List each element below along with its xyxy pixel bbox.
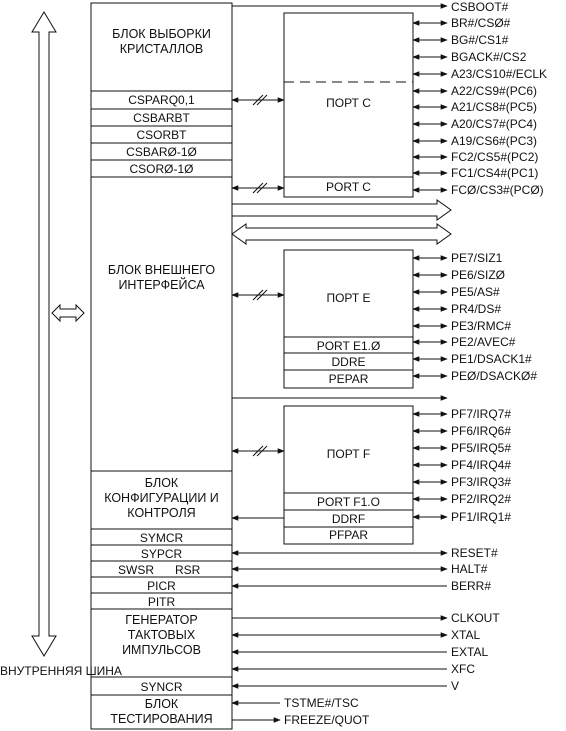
port-e-signal-lines [412,255,448,379]
signal-port-c: BG#/CS1# [451,33,509,47]
signal-extal: EXTAL [451,645,489,659]
signal-port-f: PF7/IRQ7# [451,407,512,421]
register-swsr: SWSR [118,563,154,577]
test-block-title: БЛОК ТЕСТИРОВАНИЯ [110,697,213,726]
chip-select-block-title: БЛОК ВЫБОРКИ КРИСТАЛЛОВ [112,27,211,56]
signal-port-c: A19/CS6#(PC3) [451,134,538,148]
port-f-signal-lines [412,411,448,520]
port-f-box [283,405,414,545]
signal-port-e: PEØ/DSACKØ# [451,369,538,383]
main-column-frame [90,2,233,730]
signal-xtal: XTAL [451,628,481,642]
signal-freeze: FREEZE/QUOT [284,713,370,727]
signal-port-e: PE1/DSACK1# [451,352,532,366]
signal-halt: HALT# [451,562,488,576]
port-e-box [283,249,414,389]
port-c-signal-lines [412,20,448,193]
signal-port-c: FCØ/CS3#(PCØ) [451,183,544,197]
register-csor: CSORØ-1Ø [129,162,194,176]
port-c-register: PORT C [326,180,371,194]
signal-reset: RESET# [451,546,498,560]
signal-port-e: PE3/RMC# [451,319,512,333]
register-csparq: CSPARQ0,1 [128,93,195,107]
internal-bus-label: ВНУТРЕННЯЯ ШИНА [0,664,122,678]
register-sypcr: SYPCR [140,547,183,561]
register-pfpar: PFPAR [328,528,369,542]
signal-port-f: PF1/IRQ1# [451,510,512,524]
internal-bus-arrow [31,11,57,657]
signal-port-c: FC2/CS5#(PC2) [451,150,539,164]
signal-port-f: PF6/IRQ6# [451,424,512,438]
signal-port-c: A23/CS10#/ECLK [451,67,548,81]
external-interface-block-title: БЛОК ВНЕШНЕГО ИНТЕРФЕЙСА [107,263,216,292]
config-block-title: БЛОК КОНФИГУРАЦИИ И КОНТРОЛЯ [104,476,219,520]
register-csbar: CSBARØ-1Ø [126,145,197,159]
signal-port-e: PE2/AVEC# [451,335,516,349]
bus-arrow-1 [231,199,452,221]
register-ddre: DDRE [331,355,366,369]
signal-port-f: PF4/IRQ4# [451,458,512,472]
signal-xfc: XFC [451,662,475,676]
signal-tstme: TSTME#/TSC [284,696,359,710]
register-syncr: SYNCR [140,680,183,694]
signal-berr: BERR# [451,579,492,593]
port-c-title: ПОРТ C [326,96,371,110]
register-csbarbt: CSBARBT [133,111,190,125]
signal-port-e: PR4/DS# [451,302,502,316]
signal-v: V [451,679,460,693]
port-e-title: ПОРТ E [326,291,371,305]
port-f-title: ПОРТ F [326,447,371,461]
signal-port-f: PF2/IRQ2# [451,492,512,506]
bus-arrow-2 [231,223,452,245]
signal-port-f: PF3/IRQ3# [451,475,512,489]
clock-block-title: ГЕНЕРАТОР ТАКТОВЫХ ИМПУЛЬСОВ [122,613,201,657]
signal-clkout: CLKOUT [451,611,500,625]
signal-port-c: BR#/CSØ# [451,16,511,30]
signal-port-c: A20/CS7#(PC4) [451,117,538,131]
register-symcr: SYMCR [139,531,184,545]
register-rsr: RSR [175,563,201,577]
register-csorbt: CSORBT [136,128,187,142]
signal-csboot: CSBOOT# [451,0,509,14]
bus-link-arrow [51,303,85,323]
register-picr: PICR [147,579,176,593]
signal-port-f: PF5/IRQ5# [451,441,512,455]
register-ddrf: DDRF [331,512,366,526]
signal-port-e: PE7/SIZ1 [451,251,503,265]
register-port-e: PORT E1.Ø [316,339,381,353]
signal-port-c: BGACK#/CS2 [451,50,527,64]
register-pitr: PITR [147,595,176,609]
signal-port-c: A21/CS8#(PC5) [451,100,538,114]
signal-port-c: A22/CS9#(PC6) [451,84,538,98]
signal-port-e: PE6/SIZØ [451,268,506,282]
register-port-f: PORT F1.O [317,495,380,509]
signal-port-c: FC1/CS4#(PC1) [451,166,539,180]
register-pepar: PEPAR [328,372,369,386]
signal-port-e: PE5/AS# [451,285,500,299]
